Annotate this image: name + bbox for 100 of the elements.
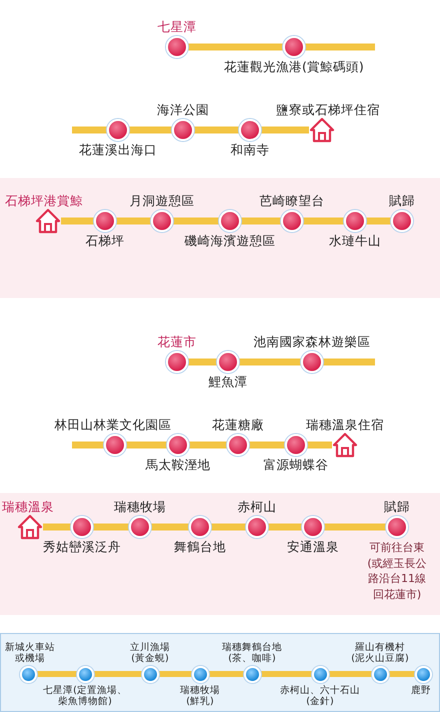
stop-marker xyxy=(151,210,173,232)
track-line xyxy=(188,44,283,50)
stop-label: 和南寺 xyxy=(230,143,270,157)
track-line xyxy=(129,126,172,134)
stop-marker xyxy=(391,210,413,232)
house-icon xyxy=(309,117,335,143)
stop-label: 赤柯山、六十石山(金針) xyxy=(280,685,360,707)
stop-label: 花蓮溪出海口 xyxy=(79,143,157,157)
track-line xyxy=(151,524,189,530)
stop-marker xyxy=(166,351,188,373)
stop-label: 賦歸 xyxy=(384,500,410,514)
house-icon xyxy=(332,432,358,458)
stop-marker xyxy=(76,666,94,682)
stop-marker xyxy=(301,351,323,373)
stop-marker xyxy=(239,119,261,141)
stop-label: 石梯坪港賞鯨 xyxy=(5,194,83,208)
stop-marker xyxy=(283,36,305,58)
stop-marker xyxy=(246,516,268,538)
stop-label: 七星潭 xyxy=(158,20,196,34)
stop-marker xyxy=(20,666,36,682)
note-text: 可前往台東(或經玉長公路沿台11線回花蓮市) xyxy=(366,540,428,602)
stop-label: 林田山林業文化園區 xyxy=(54,418,172,432)
stop-label: 鹿野 xyxy=(410,685,432,696)
track-line xyxy=(260,671,312,677)
stop-label: 瑞穗牧場 xyxy=(114,500,166,514)
track-line xyxy=(239,358,301,366)
track-line xyxy=(307,442,332,448)
track-line xyxy=(388,671,414,677)
track-line xyxy=(116,218,151,224)
stop-marker xyxy=(227,434,249,456)
stop-label: 瑞穗牧場(鮮乳) xyxy=(179,685,221,707)
stop-marker xyxy=(217,351,239,373)
stop-marker xyxy=(142,666,158,682)
stop-marker xyxy=(414,666,432,682)
stop-label: 新城火車站或機場 xyxy=(4,642,56,664)
stop-label: 芭崎瞭望台 xyxy=(260,194,324,208)
track-line xyxy=(94,671,142,677)
track-line xyxy=(366,218,391,224)
stop-marker xyxy=(285,434,307,456)
track-line xyxy=(36,671,76,677)
track-line xyxy=(173,218,219,224)
stop-label: 富源蝴蝶谷 xyxy=(264,458,328,472)
stop-label: 鯉魚潭 xyxy=(208,375,248,389)
stop-marker xyxy=(219,210,241,232)
stop-label: 花蓮糖廠 xyxy=(212,418,264,432)
stop-marker xyxy=(107,119,129,141)
track-line xyxy=(324,524,386,530)
stop-marker xyxy=(71,516,93,538)
stop-label: 瑞穗溫泉住宿 xyxy=(306,418,384,432)
stop-label: 赤柯山 xyxy=(238,500,276,514)
track-line xyxy=(261,126,309,134)
stop-marker xyxy=(172,119,194,141)
stop-label: 七星潭(定置漁場、柴魚博物館) xyxy=(42,685,128,707)
stop-marker xyxy=(244,666,260,682)
stop-marker xyxy=(302,516,324,538)
stop-label: 花蓮市 xyxy=(158,335,196,349)
track-line xyxy=(43,524,71,530)
stop-label: 羅山有機村(泥火山豆腐) xyxy=(350,642,410,664)
stop-marker xyxy=(192,666,208,682)
stop-marker xyxy=(166,36,188,58)
track-line xyxy=(194,126,239,134)
track-line xyxy=(249,442,285,448)
house-icon xyxy=(35,208,61,234)
stop-label: 賦歸 xyxy=(389,194,415,208)
stop-label: 花蓮觀光漁港(賞鯨碼頭) xyxy=(224,60,364,74)
stop-label: 安通溫泉 xyxy=(287,540,339,554)
track-line xyxy=(268,524,302,530)
stop-label: 石梯坪 xyxy=(86,234,124,248)
stop-label: 秀姑巒溪泛舟 xyxy=(43,540,121,554)
track-line xyxy=(93,524,129,530)
stop-label: 舞鶴台地 xyxy=(174,540,226,554)
track-line xyxy=(241,218,281,224)
track-line xyxy=(211,524,246,530)
stop-marker xyxy=(129,516,151,538)
stop-marker xyxy=(372,666,388,682)
stop-label: 馬太鞍溼地 xyxy=(146,458,210,472)
stop-marker xyxy=(167,434,189,456)
stop-label: 月洞遊憩區 xyxy=(130,194,194,208)
stop-label: 磯崎海濱遊憩區 xyxy=(184,234,276,248)
stop-label: 鹽寮或石梯坪住宿 xyxy=(276,103,380,117)
stop-marker xyxy=(281,210,303,232)
stop-label: 池南國家森林遊樂區 xyxy=(254,335,370,349)
stop-label: 立川漁場(黃金蜆) xyxy=(129,642,171,664)
stop-marker xyxy=(386,516,408,538)
track-line xyxy=(158,671,192,677)
stop-label: 海洋公園 xyxy=(157,103,209,117)
track-line xyxy=(303,218,344,224)
stop-marker xyxy=(104,434,126,456)
stop-label: 瑞穗舞鶴台地(茶、咖啡) xyxy=(221,642,283,664)
stop-label: 水璉牛山 xyxy=(329,234,381,248)
stop-marker xyxy=(312,666,328,682)
track-line xyxy=(328,671,372,677)
track-line xyxy=(126,442,167,448)
stop-marker xyxy=(344,210,366,232)
track-line xyxy=(61,218,94,224)
track-line xyxy=(208,671,244,677)
track-line xyxy=(189,442,227,448)
house-icon xyxy=(17,514,43,540)
stop-label: 瑞穗溫泉 xyxy=(2,500,54,514)
track-line xyxy=(188,358,217,366)
